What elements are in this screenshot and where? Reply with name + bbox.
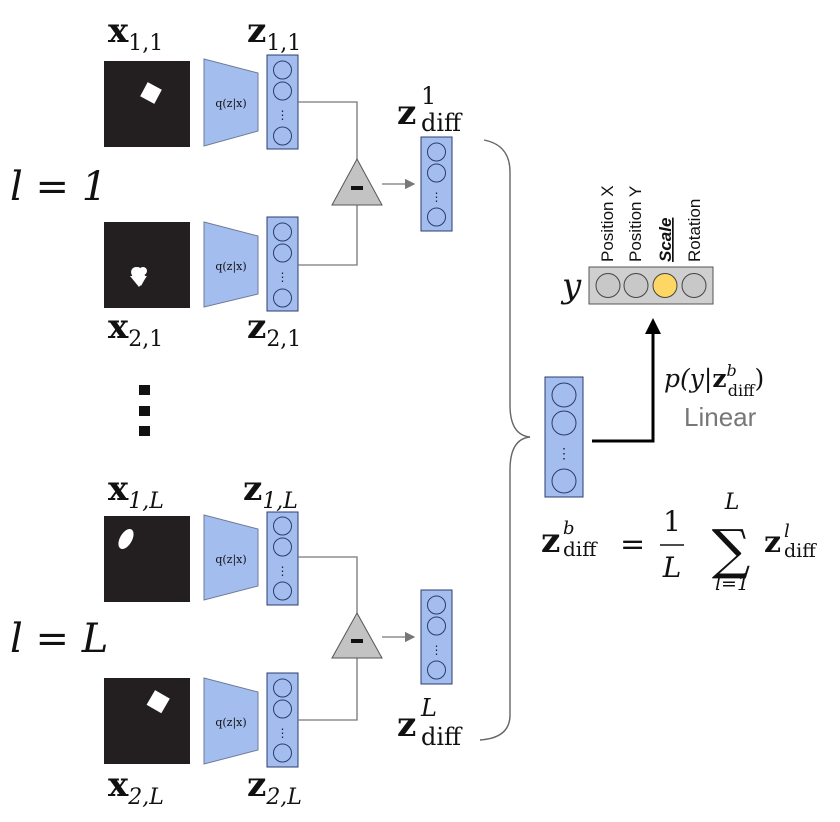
encoder-1-1: q(z|x) [203, 58, 259, 147]
svg-text:∑: ∑ [712, 518, 751, 581]
subtract-node-L [331, 611, 383, 659]
svg-text:⋮: ⋮ [277, 108, 289, 122]
svg-text:q(z|x): q(z|x) [215, 553, 246, 567]
svg-text:⋮: ⋮ [277, 564, 289, 578]
svg-text:⋮: ⋮ [431, 643, 443, 657]
z-2-L-label: z2,L [247, 765, 302, 810]
svg-text:q(z|x): q(z|x) [215, 260, 246, 274]
latent-z-2-1: ⋮ [266, 216, 299, 312]
factor-label-rotation: Rotation [685, 199, 704, 262]
aggregate-formula: z b diff = 1 L L ∑ l=1 z l diff [541, 490, 817, 595]
svg-text:⋮: ⋮ [431, 190, 443, 204]
zdiff-1-sub: diff [421, 109, 463, 137]
z-2-1-label: z2,1 [247, 307, 301, 352]
image-x-1-L [104, 516, 190, 602]
z-1-L-label: z1,L [243, 469, 298, 514]
image-x-2-L [104, 678, 190, 764]
vertical-ellipsis [139, 385, 150, 436]
svg-text:b: b [563, 518, 575, 539]
x-1-L-label: x1,L [108, 469, 164, 514]
factor-label-position-y: Position Y [626, 186, 645, 262]
x-2-L-label: x2,L [108, 765, 164, 810]
encoder-2-1: q(z|x) [203, 221, 259, 308]
factor-node-position-y [623, 273, 649, 298]
factor-label-scale: Scale [656, 218, 675, 262]
factor-node-rotation [681, 273, 707, 298]
svg-text:z: z [541, 521, 560, 561]
latent-z-2-L: ⋮ [266, 672, 299, 768]
image-x-2-1 [104, 222, 190, 308]
aggregation-brace [479, 139, 531, 741]
encoder-2-L: q(z|x) [203, 677, 259, 765]
latent-zdiff-L: ⋮ [420, 589, 453, 685]
x-2-1-label: x2,1 [108, 307, 163, 352]
connector-1 [298, 101, 416, 266]
output-vector: y Position X Position Y Scale Rotation [560, 185, 714, 306]
svg-text:z: z [764, 525, 781, 560]
svg-text:l: l [784, 521, 790, 542]
linear-label: Linear [684, 402, 757, 432]
classifier-arrow [592, 318, 661, 443]
svg-text:l=1: l=1 [715, 573, 749, 595]
x-1-1-label: x1,1 [108, 11, 163, 56]
l-L-label: l = L [10, 616, 108, 662]
encoder-1-L: q(z|x) [203, 514, 259, 601]
svg-text:diff: diff [563, 537, 598, 561]
latent-z-1-1: ⋮ [266, 54, 299, 150]
connector-L [298, 556, 416, 721]
factor-label-position-x: Position X [598, 185, 617, 262]
svg-text:L: L [662, 551, 682, 584]
pair-1: x1,1 z1,1 q(z|x) ⋮ l = 1 [10, 11, 463, 352]
l-1-label: l = 1 [10, 164, 107, 210]
factor-node-scale [652, 273, 678, 298]
subtract-node-1 [331, 157, 383, 206]
svg-text:=: = [620, 527, 645, 562]
latent-zdiff-b: ⋮ [544, 376, 584, 498]
factor-node-position-x [595, 273, 621, 298]
z-1-1-label: z1,1 [247, 11, 301, 56]
svg-text:⋮: ⋮ [557, 446, 571, 462]
svg-text:q(z|x): q(z|x) [215, 97, 246, 111]
zdiff-L-sub: diff [421, 723, 463, 751]
svg-text:⋮: ⋮ [277, 726, 289, 740]
y-label: y [560, 266, 582, 306]
svg-text:1: 1 [663, 505, 681, 538]
zdiff-1-sup: 1 [421, 82, 436, 110]
svg-text:⋮: ⋮ [277, 270, 289, 284]
pair-L: x1,L z1,L q(z|x) ⋮ l = L q(z|x) [10, 469, 463, 810]
latent-zdiff-1: ⋮ [420, 136, 453, 232]
zdiff-L-label: z [397, 705, 416, 745]
svg-text:diff: diff [784, 540, 817, 562]
svg-text:q(z|x): q(z|x) [215, 716, 246, 730]
latent-z-1-L: ⋮ [266, 511, 299, 606]
image-x-1-1 [104, 61, 190, 147]
svg-text:L: L [724, 490, 740, 515]
zdiff-1-label: z [397, 93, 416, 133]
zdiff-L-sup: L [420, 694, 437, 722]
